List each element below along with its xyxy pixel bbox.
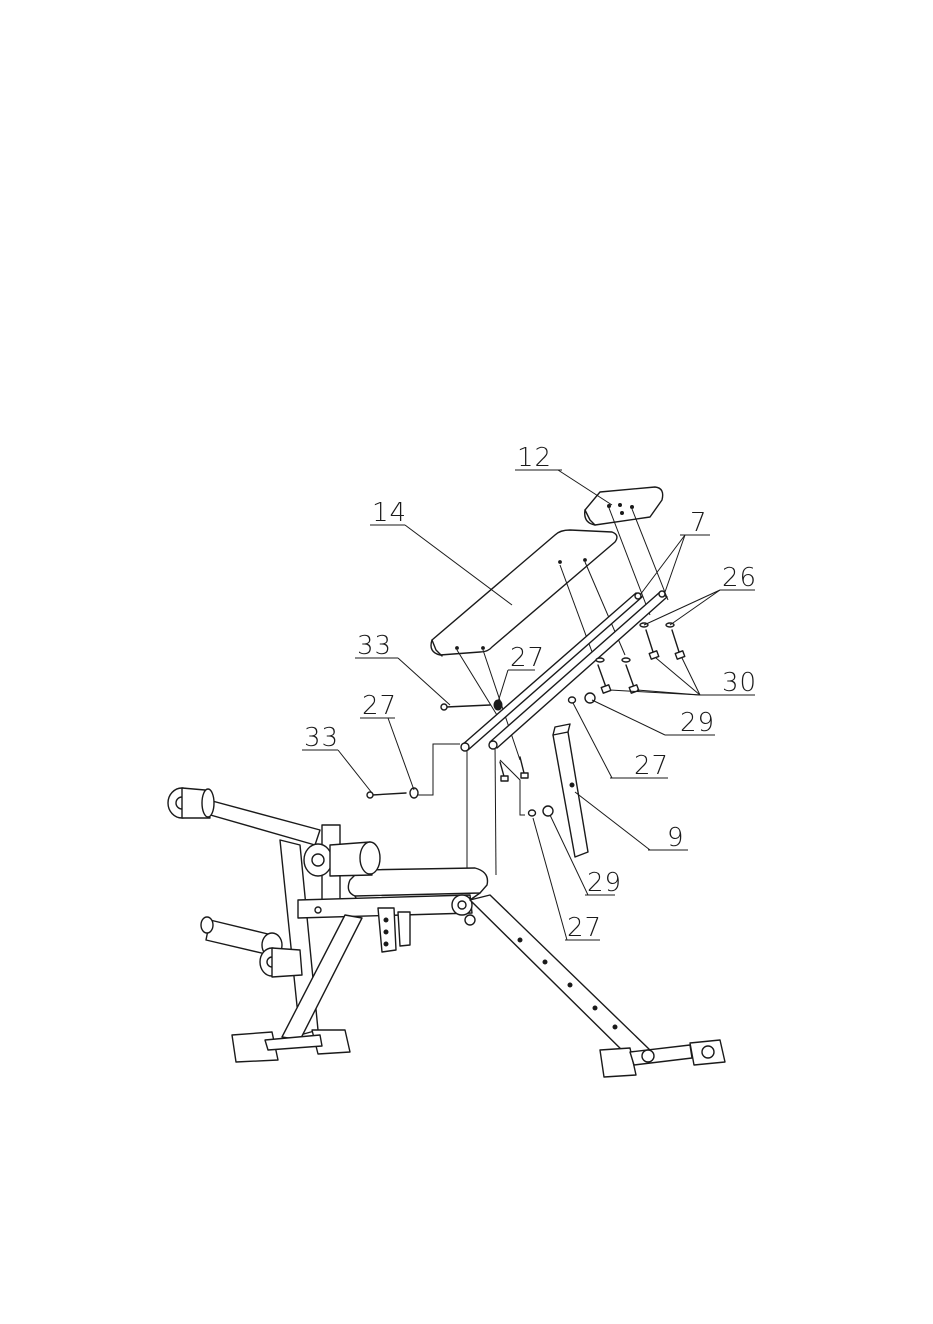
- bolt-part-33-lower: [367, 788, 418, 798]
- callout-9: 9: [667, 823, 685, 853]
- callout-27-mid: 27: [634, 751, 669, 781]
- callout-33-upper: 33: [357, 631, 392, 661]
- top-pad-part-12: [585, 487, 663, 525]
- support-bar-part-9: [553, 724, 588, 857]
- callout-27-lowest: 27: [567, 913, 602, 943]
- callout-27-upper: 27: [510, 643, 545, 673]
- callout-26: 26: [722, 563, 757, 593]
- callout-33-lower: 33: [304, 723, 339, 753]
- callout-7: 7: [690, 508, 708, 538]
- frame-bolts-lower: [500, 757, 528, 781]
- nut-washer-lower: [529, 806, 554, 816]
- callout-27-left: 27: [362, 691, 397, 721]
- nut-washer-upper: [569, 693, 596, 703]
- bench-frame: [168, 788, 725, 1077]
- callout-14: 14: [372, 498, 407, 528]
- callout-12: 12: [517, 443, 552, 473]
- callout-30: 30: [722, 668, 757, 698]
- callout-29-lower: 29: [587, 868, 622, 898]
- callout-29-upper: 29: [680, 708, 715, 738]
